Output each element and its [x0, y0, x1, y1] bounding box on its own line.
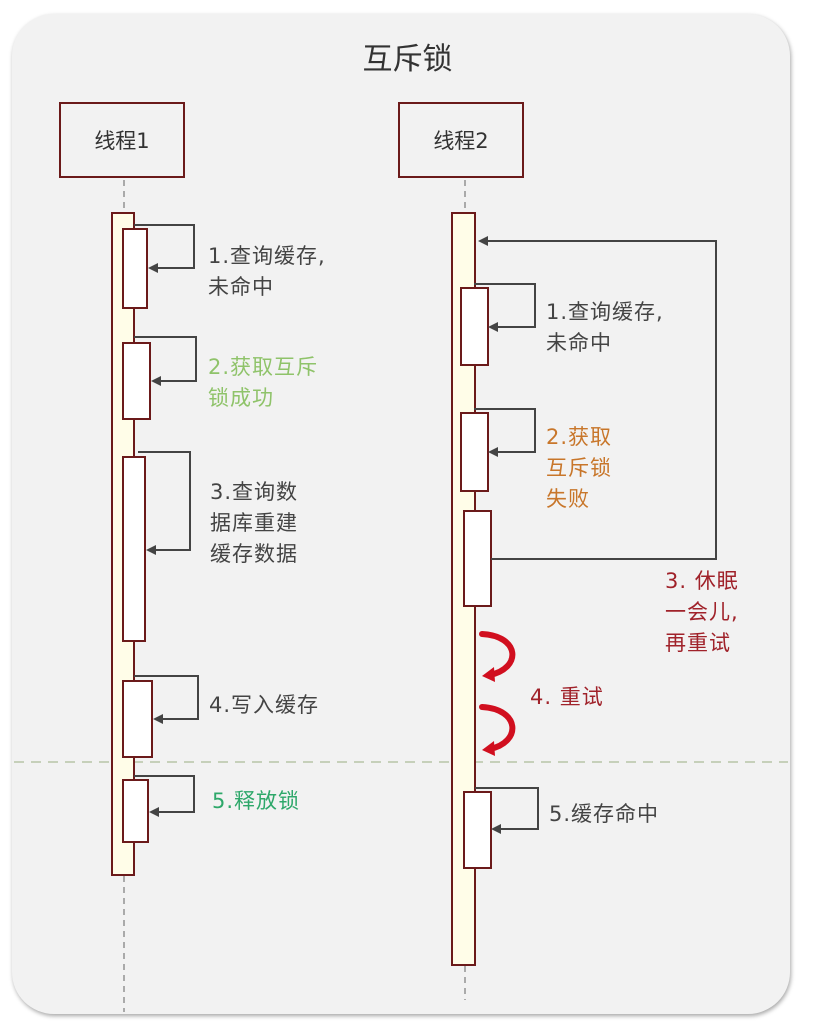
- thread-2-activation-3: [463, 510, 492, 607]
- thread-1-arrow-4: [134, 675, 199, 724]
- thread-1-activation-4: [122, 680, 153, 758]
- thread-1-activation-2: [122, 342, 151, 420]
- thread-1-activation-5: [122, 779, 149, 843]
- thread-1-step-1-line-2: 未命中: [208, 275, 274, 299]
- thread-1-step-2-line-2: 锁成功: [208, 386, 274, 410]
- thread-2-step-2: 2.获取 互斥锁 失败: [546, 422, 612, 515]
- thread-1-activation-3: [122, 456, 146, 642]
- thread-1-step-5-line-1: 5.释放锁: [212, 789, 301, 813]
- thread-1-step-4: 4.写入缓存: [209, 690, 319, 721]
- thread-1-step-3-line-1: 3.查询数: [210, 480, 299, 504]
- thread-2-activation-1: [460, 287, 489, 366]
- actor-thread-2-label: 线程2: [433, 129, 489, 153]
- thread-2-step-5: 5.缓存命中: [549, 799, 659, 830]
- thread-2-step-2-line-3: 失败: [546, 487, 590, 511]
- thread-2-step-3-line-3: 再重试: [665, 631, 731, 655]
- actor-thread-1: 线程1: [59, 102, 185, 178]
- thread-1-step-3-line-2: 据库重建: [210, 511, 298, 535]
- thread-2-step-4-line-1: 4. 重试: [530, 685, 604, 709]
- thread-2-activation-5: [463, 791, 492, 869]
- diagram-title: 互斥锁: [362, 42, 453, 77]
- retry-curved-arrow-icon-1: [479, 631, 516, 682]
- thread-2-retry-loop-arrow: [478, 236, 717, 560]
- thread-2-step-4: 4. 重试: [530, 682, 604, 713]
- retry-curved-arrow-icon-2: [479, 704, 516, 756]
- thread-2-arrow-1: [474, 283, 536, 332]
- thread-2-step-1-line-2: 未命中: [546, 331, 612, 355]
- actor-thread-1-label: 线程1: [94, 129, 150, 153]
- thread-1-step-1-line-1: 1.查询缓存,: [208, 244, 326, 268]
- actor-thread-2: 线程2: [398, 102, 524, 178]
- thread-1-step-5: 5.释放锁: [212, 786, 300, 817]
- thread-2-step-1: 1.查询缓存, 未命中: [546, 297, 664, 359]
- thread-1-step-3: 3.查询数 据库重建 缓存数据: [210, 477, 298, 570]
- thread-1-step-3-line-3: 缓存数据: [210, 542, 298, 566]
- thread-1-step-1: 1.查询缓存, 未命中: [208, 241, 326, 303]
- thread-1-step-2-line-1: 2.获取互斥: [208, 355, 319, 379]
- thread-1-step-4-line-1: 4.写入缓存: [209, 693, 320, 717]
- thread-1-arrow-3: [138, 451, 191, 555]
- thread-2-step-2-line-2: 互斥锁: [546, 456, 612, 480]
- thread-2-step-3-line-2: 一会儿,: [665, 600, 739, 624]
- thread-1-arrow-1: [134, 224, 195, 273]
- thread-2-step-5-line-1: 5.缓存命中: [549, 802, 660, 826]
- thread-1-arrow-2: [134, 336, 197, 386]
- thread-2-activation-2: [460, 412, 489, 492]
- thread-2-arrow-5: [475, 787, 539, 834]
- thread-1-step-2: 2.获取互斥 锁成功: [208, 352, 318, 414]
- thread-1-arrow-5: [134, 775, 195, 817]
- thread-2-step-2-line-1: 2.获取: [546, 425, 613, 449]
- thread-1-activation-1: [122, 228, 148, 309]
- thread-2-step-3-line-1: 3. 休眠: [665, 569, 739, 593]
- thread-2-step-3: 3. 休眠 一会儿, 再重试: [665, 566, 739, 659]
- thread-2-step-1-line-1: 1.查询缓存,: [546, 300, 664, 324]
- thread-2-arrow-2: [474, 408, 536, 457]
